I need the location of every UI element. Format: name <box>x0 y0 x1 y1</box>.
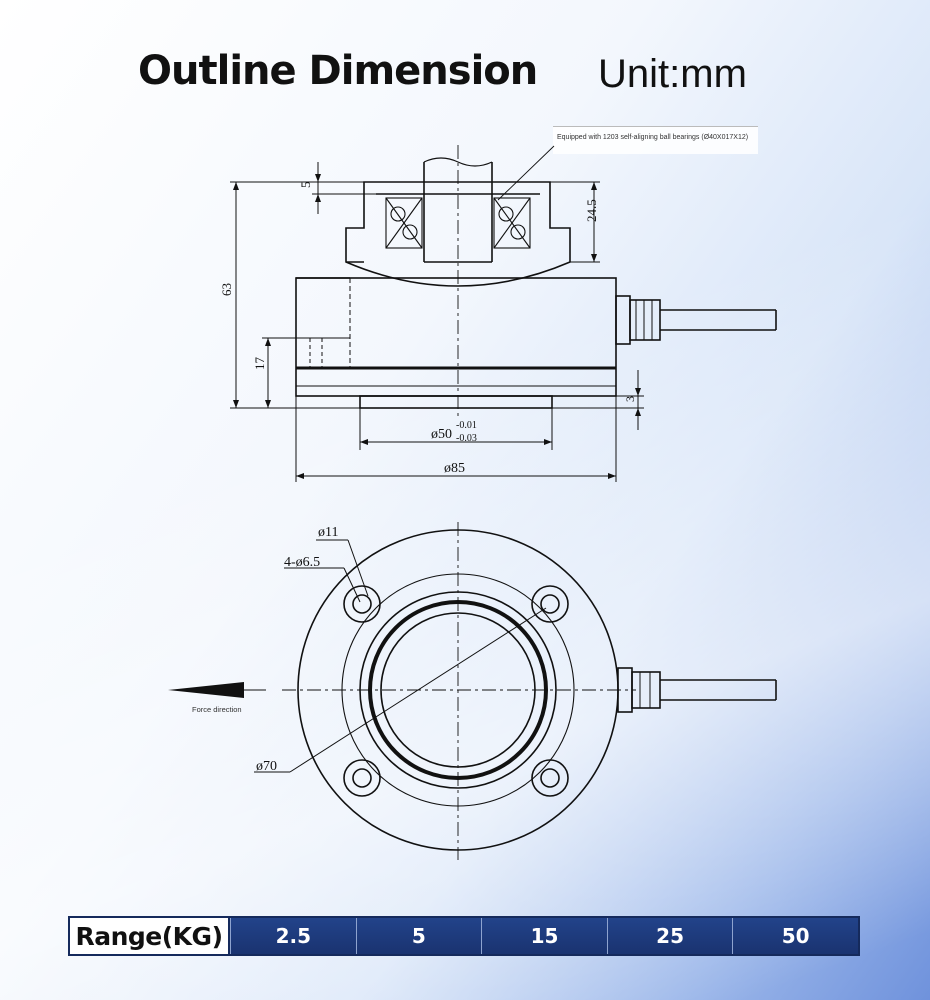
mounting-holes <box>343 585 569 797</box>
bearing-housing <box>345 181 571 287</box>
dim-85: ø85 <box>444 461 465 476</box>
range-value: 2.5 <box>230 918 356 954</box>
force-direction-label: Force direction <box>192 705 242 714</box>
range-label: Range(KG) <box>70 918 230 954</box>
dim-50-tol-lower: -0.03 <box>456 433 477 444</box>
dim-24-5: 24.5 <box>584 199 599 222</box>
cable-connector-side <box>615 295 777 345</box>
bearing-left <box>385 197 423 249</box>
dim-63: 63 <box>219 283 234 296</box>
range-value: 50 <box>732 918 858 954</box>
dim-17: 17 <box>252 357 267 371</box>
dim-11: ø11 <box>318 525 338 540</box>
page-title: Outline Dimension <box>138 48 538 94</box>
dim-50: ø50 <box>431 427 452 442</box>
unit-label: Unit:mm <box>598 52 747 96</box>
bearing-right <box>493 197 531 249</box>
range-table: Range(KG) 2.5 5 15 25 50 <box>68 916 860 956</box>
dim-5: 5 <box>298 182 313 189</box>
range-value: 5 <box>355 918 482 954</box>
cable-connector-top <box>617 667 777 713</box>
range-value: 25 <box>606 918 733 954</box>
range-value: 15 <box>481 918 607 954</box>
dim-holes: 4-ø6.5 <box>284 555 320 570</box>
dim-3: 3 <box>623 396 637 402</box>
force-direction-arrow <box>168 682 266 698</box>
load-cell-body <box>295 277 617 409</box>
shaft <box>423 157 493 263</box>
bearing-note: Equipped with 1203 self-aligning ball be… <box>553 126 758 154</box>
dim-50-tol-upper: -0.01 <box>456 420 477 431</box>
dim-70: ø70 <box>256 759 277 774</box>
